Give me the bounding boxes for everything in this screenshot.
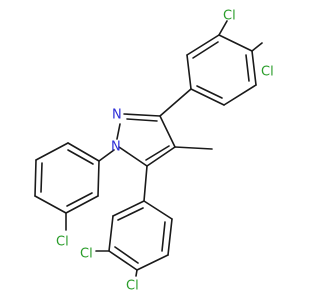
bond-ar2-b xyxy=(108,215,114,252)
atom-cl-lower-4: Cl xyxy=(126,279,139,294)
bond-ph-b xyxy=(35,142,69,161)
bond-ph-a2 xyxy=(67,149,94,165)
bond-c5-n1 xyxy=(118,146,148,167)
bond-ar2-e2 xyxy=(161,221,166,252)
atom-cl-left-phenyl: Cl xyxy=(56,235,69,250)
bond-n1-phenyl xyxy=(98,149,115,162)
atom-cl-upper-4: Cl xyxy=(223,9,236,24)
atom-n1: N xyxy=(111,140,121,155)
bond-ph-e2 xyxy=(66,192,93,207)
bond-ar1-d xyxy=(251,50,257,86)
bond-c4-c5 xyxy=(146,146,176,167)
atom-cl-upper-3: Cl xyxy=(261,65,274,80)
bond-ph-e xyxy=(65,195,99,214)
molecule-canvas: N N Cl Cl Cl Cl Cl xyxy=(34,9,274,294)
bond-ar2-d xyxy=(136,254,169,271)
bond-ar1-a xyxy=(186,54,192,90)
bond-ar2-a xyxy=(112,200,145,217)
bond-ar1-e xyxy=(223,84,257,106)
bond-ar1-c xyxy=(218,34,253,52)
bond-ar1-b xyxy=(186,34,220,56)
bond-c5-aryl-bottom xyxy=(143,165,148,202)
bond-ph-c2 xyxy=(40,162,43,193)
bond-ph-f xyxy=(97,160,100,197)
bond-c3-aryl-top xyxy=(159,88,192,117)
atom-labels-group: N N Cl Cl Cl Cl Cl xyxy=(56,9,274,294)
bond-ar1-b2 xyxy=(192,41,219,59)
bond-ar1-f2 xyxy=(196,85,223,99)
bond-ar1-cl4 xyxy=(218,20,228,36)
bond-ar1-d2 xyxy=(245,54,250,82)
atom-cl-lower-3: Cl xyxy=(80,247,93,262)
bond-ar1-cl3 xyxy=(251,42,263,52)
bond-c4-methyl xyxy=(174,146,213,150)
bond-ar2-c2 xyxy=(114,246,139,264)
bond-ar2-cl4 xyxy=(135,269,138,277)
bond-c3-c4 xyxy=(159,115,176,148)
structure-diagram: N N Cl Cl Cl Cl Cl xyxy=(34,9,274,294)
bond-n1-n2 xyxy=(116,123,121,140)
atom-n2: N xyxy=(112,108,122,123)
bond-ar1-f xyxy=(190,88,225,106)
bond-ar2-e xyxy=(167,218,173,256)
bond-ph-c xyxy=(34,159,37,197)
bond-n2-c3-double xyxy=(126,118,158,122)
bonds-group xyxy=(34,20,263,277)
bond-ar2-c xyxy=(108,250,138,271)
bond-ph-a xyxy=(67,142,100,162)
bond-ph-d xyxy=(34,195,67,214)
bond-c4-c5-double xyxy=(145,145,170,161)
bond-ar2-a2 xyxy=(117,207,144,221)
bond-ar2-f xyxy=(143,200,173,220)
bond-n2-c3 xyxy=(123,113,161,117)
